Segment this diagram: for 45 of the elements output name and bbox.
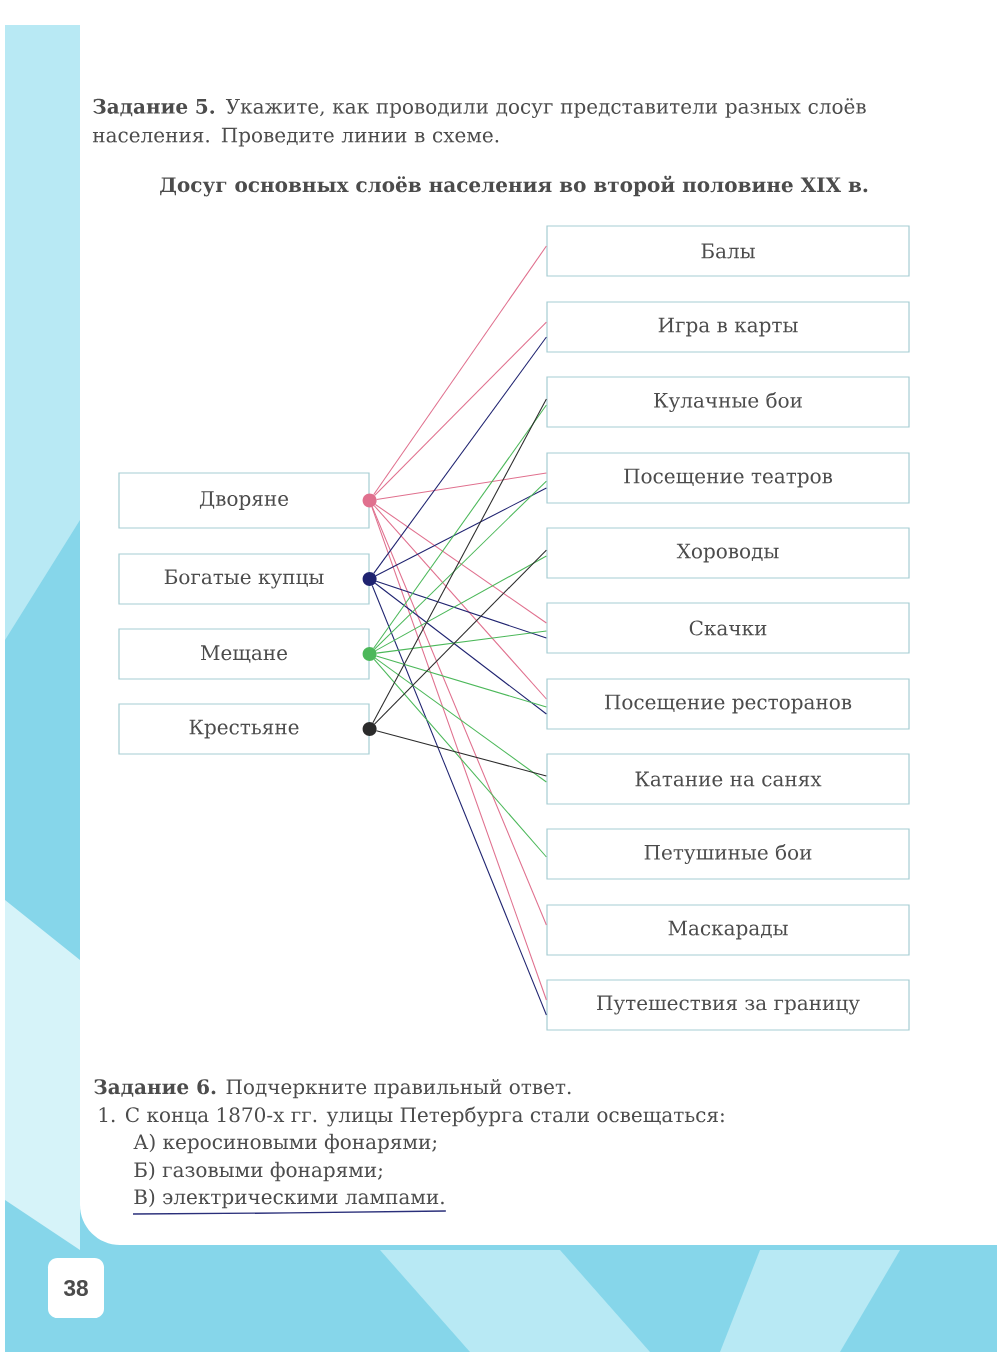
connector-line: [375, 555, 547, 652]
diagram-title: Досуг основных слоёв населения во второй половине XIX в.: [160, 175, 868, 197]
text-box: Балы: [546, 225, 910, 277]
text-box: Кулачные бои: [546, 376, 910, 428]
connector-line: [375, 730, 547, 777]
task-text: Задание 6. Подчеркните правильный ответ.: [94, 1079, 571, 1099]
text-box: Богатые купцы: [118, 553, 370, 605]
text-box: Катание на санях: [546, 753, 910, 805]
connector-line: [373, 404, 547, 649]
connector-line: [373, 505, 547, 700]
task-text: А) керосиновыми фонарями;: [133, 1133, 437, 1154]
page-number: 38: [48, 1258, 104, 1318]
connector-line: [374, 503, 547, 624]
task-text: В) электрическими лампами.: [134, 1188, 444, 1209]
text-box: Игра в карты: [546, 301, 910, 353]
connector-line: [374, 582, 547, 715]
connector-line: [376, 630, 547, 654]
connector-line: [373, 245, 547, 496]
connector-line: [371, 506, 547, 926]
text-box: Посещение театров: [546, 452, 910, 504]
connector-line: [375, 487, 547, 577]
connector-line: [374, 321, 547, 497]
connector-line: [374, 549, 547, 725]
text-box: Мещане: [118, 628, 370, 680]
connector-line: [372, 398, 547, 724]
text-box: Петушиные бои: [546, 828, 910, 880]
connector-line: [373, 336, 547, 574]
connector-line: [371, 506, 547, 1001]
task-text: 1. С конца 1870-х гг. улицы Петербурга стали освещаться:: [99, 1106, 724, 1127]
task-text: Б) газовыми фонарями;: [134, 1161, 382, 1182]
task-text: Задание 5. Укажите, как проводили досуг представители разных слоёв населения. Проведите линии в схеме.: [92, 98, 866, 147]
connector-line: [375, 655, 547, 708]
text-box: Путешествия за границу: [546, 979, 910, 1031]
connector-line: [374, 480, 547, 650]
text-box: Крестьяне: [118, 703, 370, 755]
text-box: Скачки: [546, 602, 910, 654]
text-box: Дворяне: [118, 472, 370, 529]
text-box: Посещение ресторанов: [546, 678, 910, 730]
text-box: Маскарады: [546, 904, 910, 956]
connector-line: [374, 657, 547, 783]
connector-line: [373, 658, 547, 858]
connector-line: [375, 580, 547, 639]
connector-line: [371, 584, 547, 1016]
text-box: Хороводы: [546, 527, 910, 579]
connector-line: [376, 472, 547, 500]
